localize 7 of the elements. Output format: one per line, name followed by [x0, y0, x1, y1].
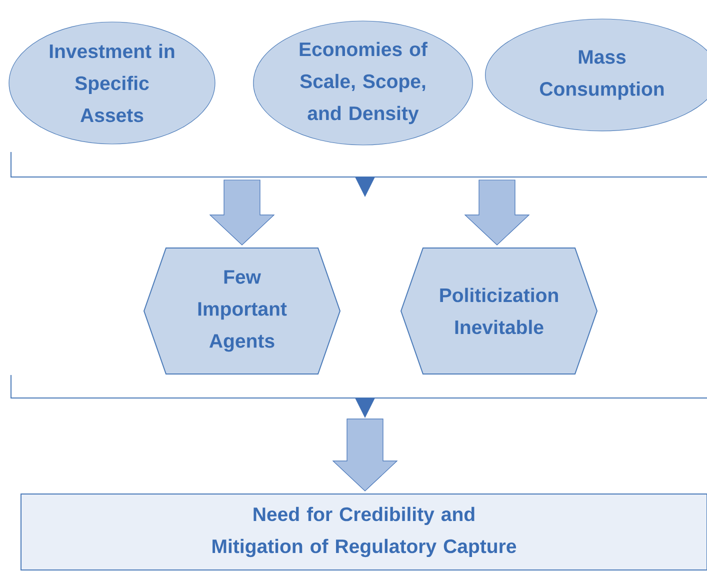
block-arrow: [464, 180, 530, 246]
ellipse-node: Economies of Scale, Scope, and Density: [253, 20, 473, 146]
ellipse-node: Mass Consumption: [485, 18, 707, 132]
block-arrow: [209, 180, 275, 246]
ellipse-node: Investment in Specific Assets: [8, 22, 216, 144]
block-arrow: [332, 418, 398, 492]
text-box: Need for Credibility and Mitigation of Regulatory Capture: [20, 493, 707, 570]
